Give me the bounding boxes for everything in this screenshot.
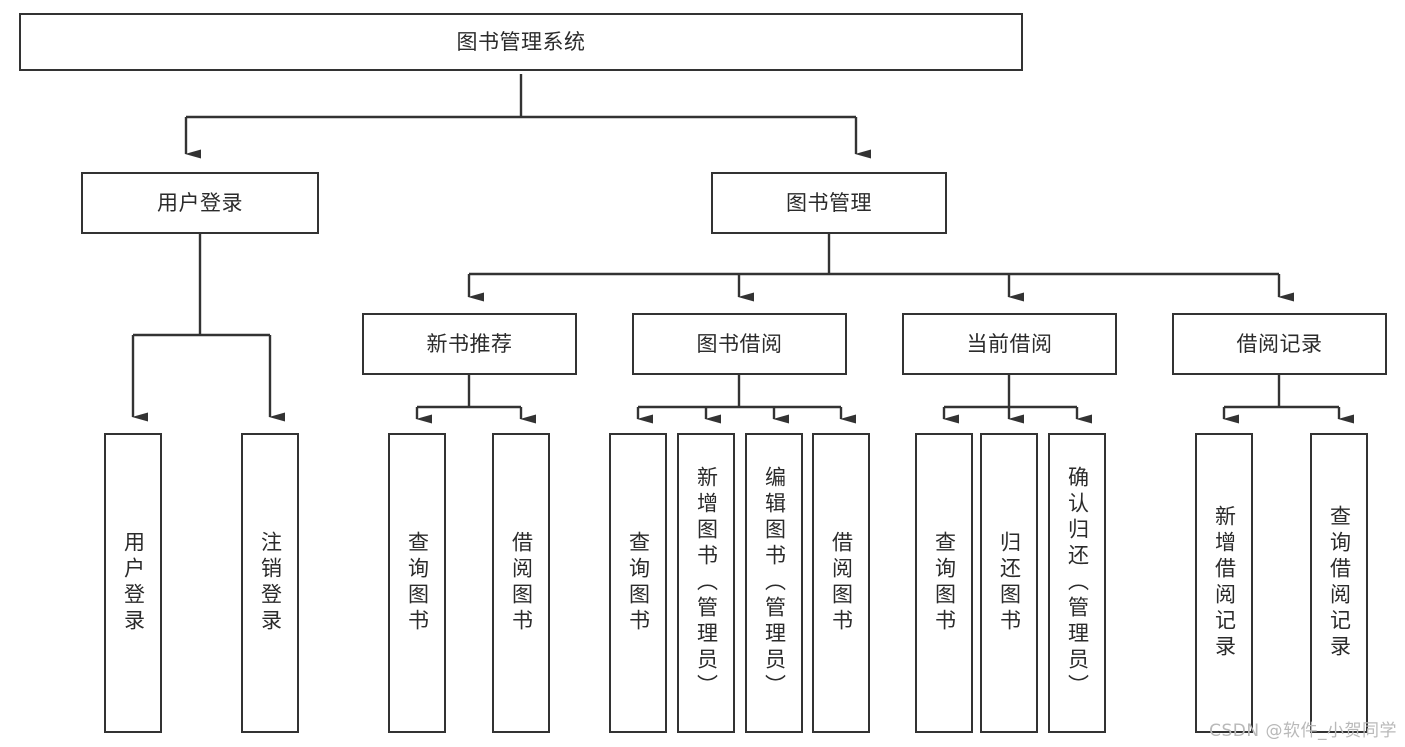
node-label: 用户登录 — [157, 190, 243, 215]
node-book-management-system[interactable]: 图书管理系统 — [19, 13, 1023, 71]
node-current-borrow[interactable]: 当前借阅 — [902, 313, 1117, 375]
node-label: 图书管理系统 — [456, 29, 586, 54]
node-label: 查询图书 — [626, 531, 651, 635]
node-label: 新增借阅记录 — [1212, 505, 1237, 661]
leaf-query-book-borrow[interactable]: 查询图书 — [609, 433, 667, 733]
leaf-add-borrow-record[interactable]: 新增借阅记录 — [1195, 433, 1253, 733]
node-label: 新书推荐 — [426, 331, 513, 356]
node-label: 当前借阅 — [966, 331, 1053, 356]
leaf-return-book[interactable]: 归还图书 — [980, 433, 1038, 733]
node-label: 确认归还（管理员） — [1065, 466, 1090, 700]
leaf-user-login[interactable]: 用户登录 — [104, 433, 162, 733]
node-label: 借阅图书 — [509, 531, 534, 635]
leaf-query-book-current[interactable]: 查询图书 — [915, 433, 973, 733]
node-label: 图书管理 — [786, 190, 872, 215]
leaf-borrow-book-borrow[interactable]: 借阅图书 — [812, 433, 870, 733]
node-label: 查询借阅记录 — [1327, 505, 1352, 661]
node-label: 借阅图书 — [829, 531, 854, 635]
node-label: 注销登录 — [258, 531, 283, 635]
node-label: 图书借阅 — [696, 331, 783, 356]
node-new-book-recommend[interactable]: 新书推荐 — [362, 313, 577, 375]
leaf-query-book-new[interactable]: 查询图书 — [388, 433, 446, 733]
leaf-add-book-admin[interactable]: 新增图书（管理员） — [677, 433, 735, 733]
leaf-borrow-book-new[interactable]: 借阅图书 — [492, 433, 550, 733]
leaf-confirm-return-admin[interactable]: 确认归还（管理员） — [1048, 433, 1106, 733]
node-label: 借阅记录 — [1236, 331, 1323, 356]
node-label: 查询图书 — [932, 531, 957, 635]
node-user-login[interactable]: 用户登录 — [81, 172, 319, 234]
node-label: 归还图书 — [997, 531, 1022, 635]
leaf-query-borrow-record[interactable]: 查询借阅记录 — [1310, 433, 1368, 733]
node-label: 新增图书（管理员） — [694, 466, 719, 700]
node-label: 用户登录 — [121, 531, 146, 635]
leaf-logout-login[interactable]: 注销登录 — [241, 433, 299, 733]
node-book-borrow[interactable]: 图书借阅 — [632, 313, 847, 375]
node-label: 查询图书 — [405, 531, 430, 635]
leaf-edit-book-admin[interactable]: 编辑图书（管理员） — [745, 433, 803, 733]
watermark-text: CSDN @软件_小贺同学 — [1209, 721, 1397, 741]
node-book-management[interactable]: 图书管理 — [711, 172, 947, 234]
node-label: 编辑图书（管理员） — [762, 466, 787, 700]
node-borrow-record[interactable]: 借阅记录 — [1172, 313, 1387, 375]
